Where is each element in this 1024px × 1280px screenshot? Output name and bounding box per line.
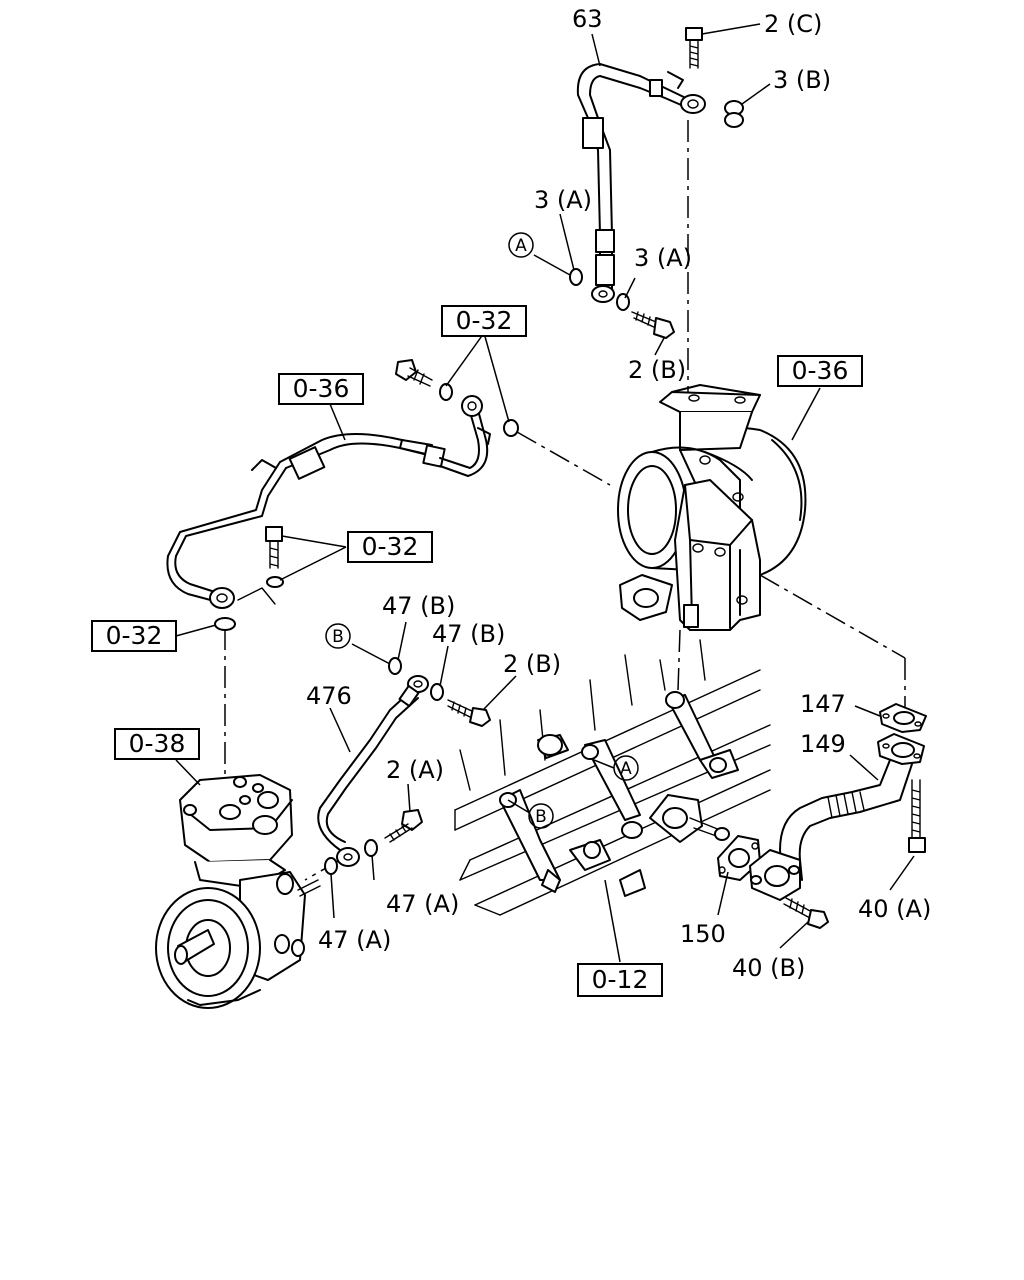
callout-40a: 40 (A) [858, 895, 931, 923]
marker-b-engine: B [535, 807, 547, 827]
callout-3a-lower: 3 (A) [634, 244, 692, 272]
callout-47a-left: 47 (A) [318, 926, 391, 954]
ref-box-036-right: 0-36 [792, 356, 849, 385]
callout-40b: 40 (B) [732, 954, 805, 982]
callout-3b: 3 (B) [773, 66, 831, 94]
bolt-40b [783, 897, 829, 929]
air-compressor [155, 774, 321, 1009]
leader-lines [175, 23, 915, 963]
callout-2b-mid: 2 (B) [503, 650, 561, 678]
washer-47b-left [388, 657, 402, 675]
exhaust-pipe-149 [749, 733, 925, 901]
bolt-40a [908, 779, 926, 853]
ref-box-032-left: 0-32 [106, 621, 163, 650]
bolt-2a [384, 809, 423, 843]
marker-a-top: A [515, 236, 527, 256]
washer-3a-upper [569, 268, 583, 286]
oil-pipe-63 [576, 63, 706, 303]
callout-149: 149 [800, 730, 846, 758]
callout-2b-top: 2 (B) [628, 356, 686, 384]
washer-47b-right [430, 683, 444, 701]
turbocharger [617, 384, 807, 631]
ref-box-036-left: 0-36 [293, 374, 350, 403]
washer-47a-left [324, 857, 338, 875]
bolt-fitting-032-top [395, 359, 519, 437]
callout-2a: 2 (A) [386, 756, 444, 784]
bolt-2b-top [631, 311, 675, 339]
bolt-2c [685, 27, 703, 69]
callout-47b-left: 47 (B) [382, 592, 455, 620]
marker-b-left: B [332, 627, 344, 647]
reference-boxes: 0-32 0-36 0-36 0-32 0-32 0-38 0-12 [91, 305, 863, 997]
callout-476: 476 [306, 682, 352, 710]
callout-63: 63 [572, 5, 603, 33]
bolt-fitting-032-mid [265, 526, 284, 588]
gasket-147 [879, 703, 927, 733]
washer-032-left [214, 617, 236, 631]
bolt-2b-mid [447, 699, 491, 727]
callout-2c: 2 (C) [764, 10, 822, 38]
washer-3a-lower [616, 293, 630, 311]
callout-labels: 63 2 (C) 3 (B) 3 (A) 3 (A) 2 (B) 47 (B) … [306, 5, 931, 982]
ref-box-032-top: 0-32 [456, 306, 513, 335]
pipe-476 [317, 675, 429, 867]
washer-47a-right [364, 839, 378, 857]
callout-47a-right: 47 (A) [386, 890, 459, 918]
marker-a-engine: A [620, 759, 632, 779]
callout-150: 150 [680, 920, 726, 948]
air-pipe [166, 395, 491, 609]
ref-box-032-mid: 0-32 [362, 532, 419, 561]
circle-markers: A B A B [325, 232, 639, 829]
callout-147: 147 [800, 690, 846, 718]
callout-3a-upper: 3 (A) [534, 186, 592, 214]
washer-3b [724, 100, 744, 128]
ref-box-012: 0-12 [592, 965, 649, 994]
callout-47b-right: 47 (B) [432, 620, 505, 648]
ref-box-038: 0-38 [129, 729, 186, 758]
